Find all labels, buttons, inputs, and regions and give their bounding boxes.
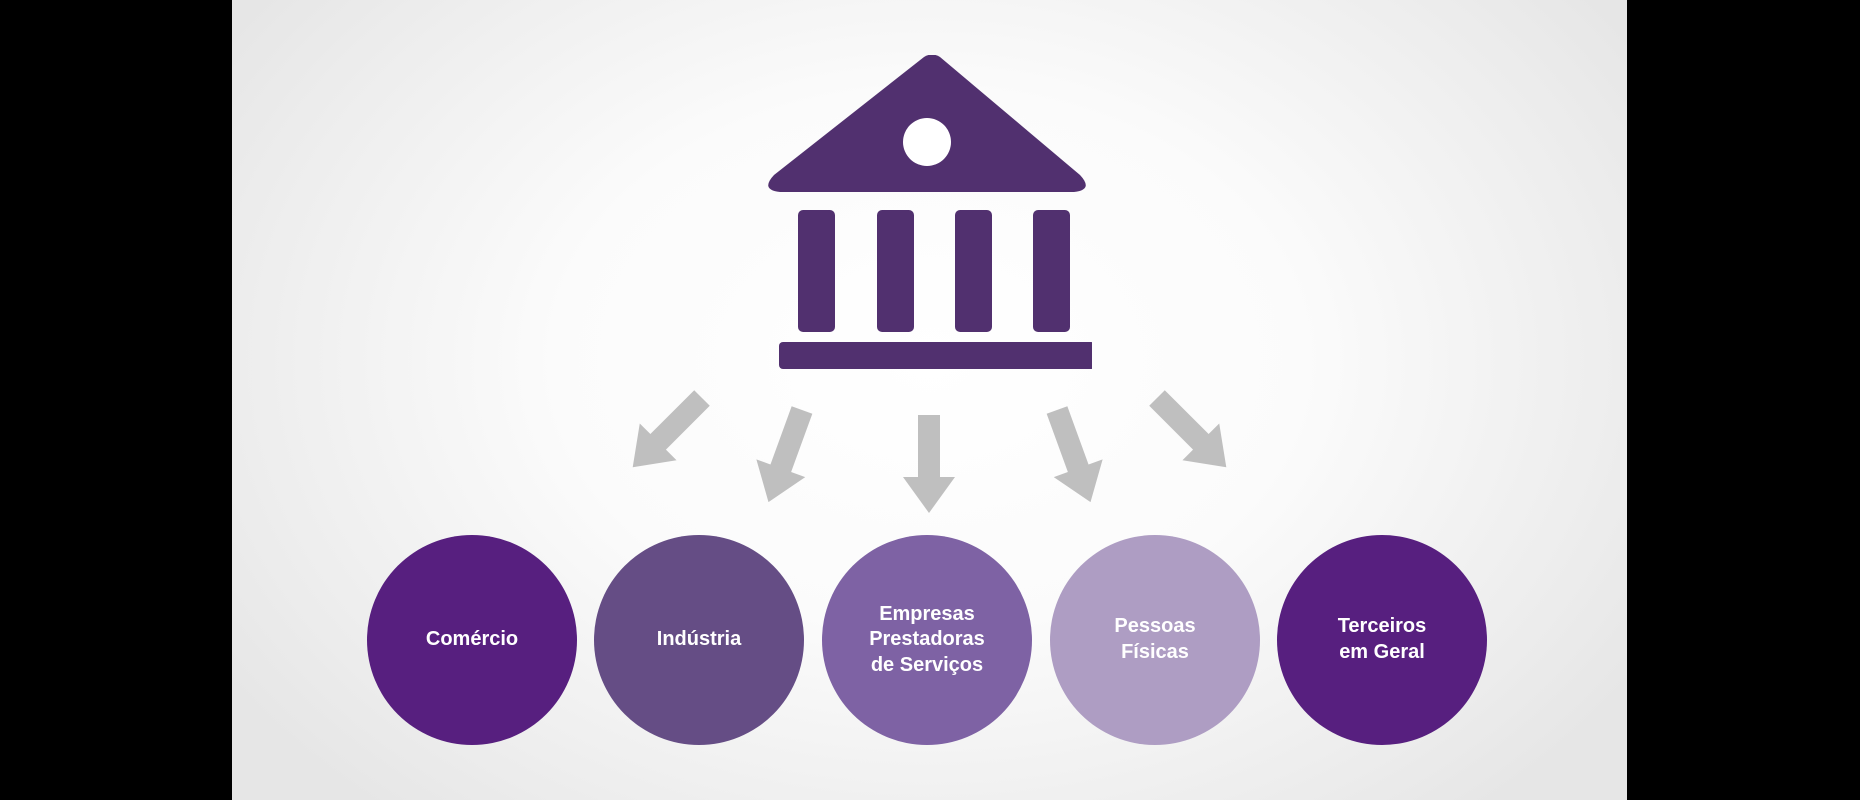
arrow-down-icon bbox=[1046, 406, 1103, 503]
arrows-group bbox=[632, 390, 1227, 513]
category-circle-empresas-prestadoras: Empresas Prestadoras de Serviços bbox=[822, 535, 1032, 745]
arrow-down-icon bbox=[903, 415, 955, 513]
column-1 bbox=[798, 210, 835, 332]
category-circle-industria: Indústria bbox=[594, 535, 804, 745]
roof-window bbox=[903, 118, 951, 166]
bank-building-icon bbox=[768, 55, 1092, 369]
letterbox-right bbox=[1627, 0, 1860, 800]
category-circle-pessoas-fisicas: Pessoas Físicas bbox=[1050, 535, 1260, 745]
arrow-down-icon bbox=[756, 406, 813, 503]
column-4 bbox=[1033, 210, 1070, 332]
column-3 bbox=[955, 210, 992, 332]
category-circle-comercio: Comércio bbox=[367, 535, 577, 745]
category-label: Indústria bbox=[656, 628, 742, 651]
building-base bbox=[779, 342, 1092, 369]
arrow-down-icon bbox=[632, 390, 710, 468]
category-label: Pessoas Físicas bbox=[1114, 615, 1196, 663]
category-label: Terceiros em Geral bbox=[1337, 615, 1427, 663]
diagram-slide: Comércio Indústria Empresas Prestadoras … bbox=[232, 0, 1627, 800]
category-label: Comércio bbox=[425, 628, 519, 651]
letterbox-left bbox=[0, 0, 232, 800]
category-label: Empresas Prestadoras de Serviços bbox=[869, 602, 985, 676]
arrow-down-icon bbox=[1149, 390, 1227, 468]
column-2 bbox=[877, 210, 914, 332]
category-circle-terceiros: Terceiros em Geral bbox=[1277, 535, 1487, 745]
